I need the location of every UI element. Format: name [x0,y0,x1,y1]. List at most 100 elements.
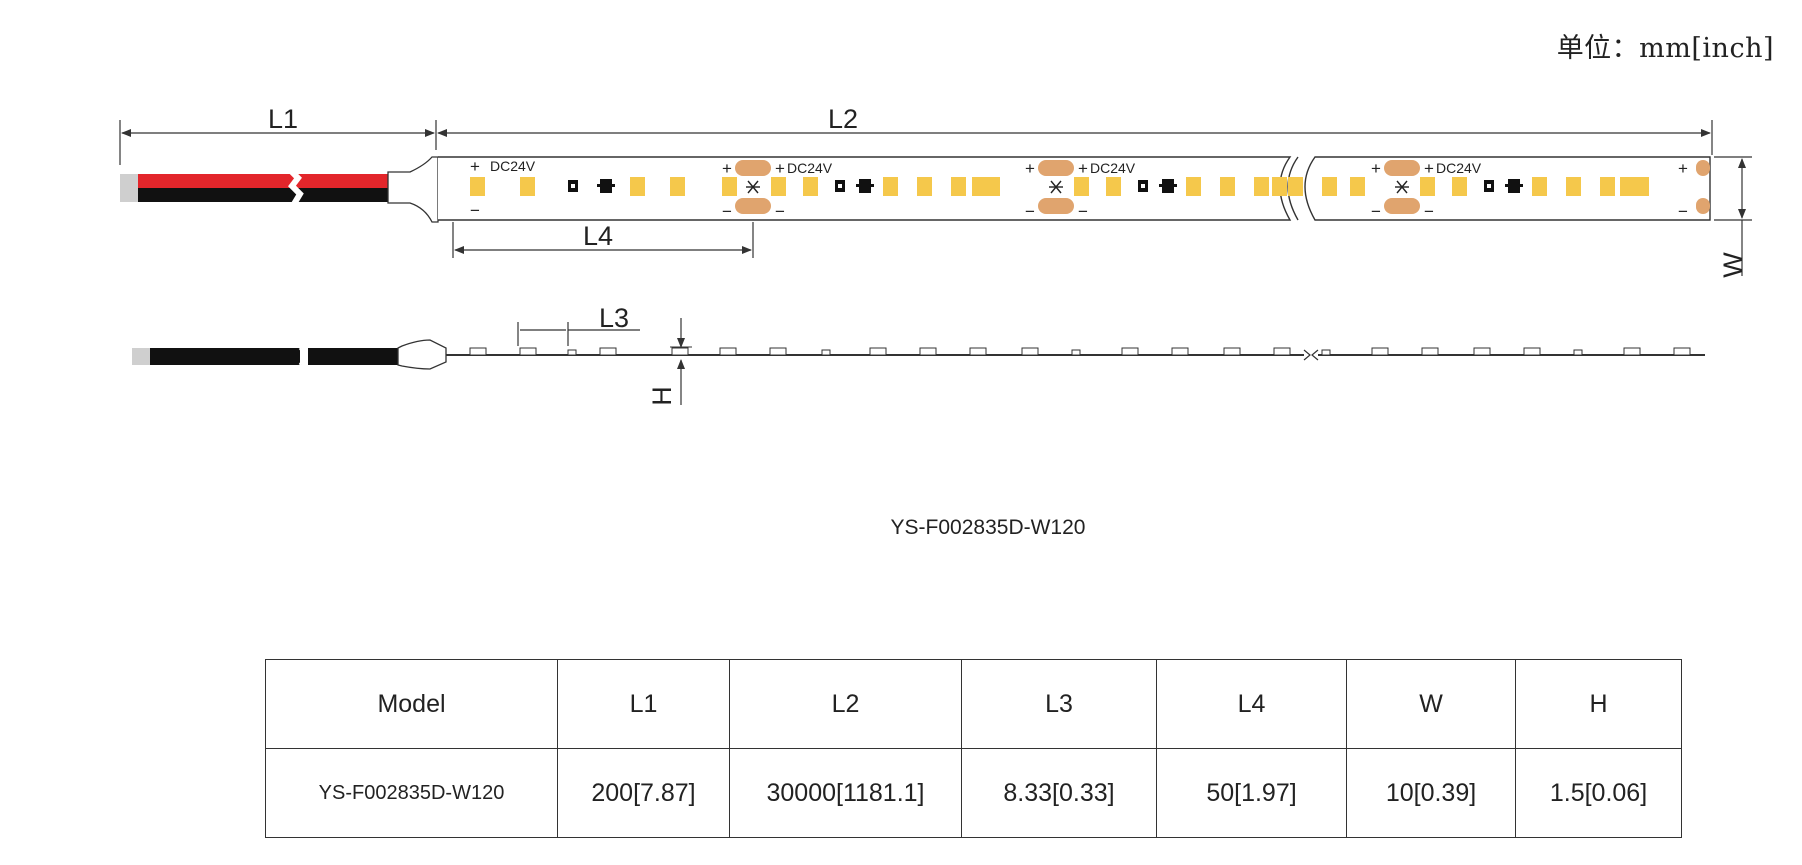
side-component [1371,347,1389,356]
side-component [869,347,887,356]
dimension-w: W [1714,156,1752,278]
cut-mark [747,180,759,194]
wire-lead-side [132,339,447,370]
header-l2: L2 [729,659,962,749]
led-chip [1350,177,1365,196]
table-header-row: Model L1 L2 L3 L4 W H [265,659,1682,749]
ic-pin [871,184,874,187]
side-component [1473,347,1491,356]
led-chip [1634,177,1649,196]
cell-l2: 30000[1181.1] [729,748,962,838]
led-chip [803,177,818,196]
side-component [1021,347,1039,356]
dimension-label-l1: L1 [268,104,298,134]
side-component [1121,347,1139,356]
led-chip [1566,177,1581,196]
side-component [1421,347,1439,356]
voltage-label: DC24V [1090,160,1136,176]
led-chip [972,177,987,196]
ic-pin [612,184,615,187]
led-chip [883,177,898,196]
cell-h: 1.5[0.06] [1515,748,1682,838]
side-component [821,349,831,356]
solder-pad-minus [1384,198,1420,214]
led-chip [1272,177,1287,196]
dimension-label-l3: L3 [599,303,629,333]
plus-sign: + [1678,159,1688,178]
side-component [1071,349,1081,356]
header-model: Model [265,659,558,749]
plus-sign: + [470,157,480,176]
led-chip [917,177,932,196]
side-component [599,347,617,356]
plus-sign: + [1078,159,1088,178]
ic-chip [1162,179,1174,193]
side-component [1171,347,1189,356]
strip-side-view [446,347,1705,361]
solder-pad-plus [735,160,771,176]
solder-pad-minus [735,198,771,214]
side-component [469,347,487,356]
led-chip [1106,177,1121,196]
minus-sign: − [775,202,785,221]
voltage-label: DC24V [490,158,536,174]
dimension-l3: L3 [517,303,640,346]
led-chip [470,177,485,196]
resistor-mark [1487,184,1491,188]
ic-chip [600,179,612,193]
dimension-l2: L2 [437,104,1713,155]
solder-pad-plus [1038,160,1074,176]
wire-lead-top [120,156,439,223]
side-component [671,347,689,356]
led-chip [1532,177,1547,196]
ic-pin [597,184,600,187]
led-chip [1322,177,1337,196]
led-chip [670,177,685,196]
dimension-h: H [647,318,692,406]
side-component [1623,347,1641,356]
dimension-l1: L1 [119,104,437,165]
dimension-label-h: H [647,386,677,406]
minus-sign: − [1078,202,1088,221]
side-component [969,347,987,356]
spec-table: Model L1 L2 L3 L4 W H YS-F002835D-W120 2… [265,659,1682,838]
minus-sign: − [1678,202,1688,221]
led-chip [1254,177,1269,196]
led-chip [1220,177,1235,196]
cut-mark [1050,180,1062,194]
cell-model: YS-F002835D-W120 [265,748,558,838]
header-l3: L3 [961,659,1157,749]
side-component [769,347,787,356]
side-component [1273,347,1291,356]
side-component [519,347,537,356]
led-chip [1452,177,1467,196]
led-chip [722,177,737,196]
side-component [1321,349,1331,356]
led-chip [1074,177,1089,196]
unit-label: 单位：mm[inch] [1556,33,1774,64]
model-caption: YS-F002835D-W120 [890,516,1086,539]
ic-pin [1520,184,1523,187]
cell-l3: 8.33[0.33] [961,748,1157,838]
voltage-label: DC24V [1436,160,1482,176]
voltage-label: DC24V [787,160,833,176]
ic-pin [1505,184,1508,187]
minus-sign: − [470,201,480,220]
cell-l4: 50[1.97] [1156,748,1347,838]
led-chip [1620,177,1635,196]
ic-pin [1159,184,1162,187]
header-w: W [1346,659,1516,749]
solder-pad-plus [1384,160,1420,176]
cell-w: 10[0.39] [1346,748,1516,838]
plus-sign: + [1025,159,1035,178]
resistor-mark [838,184,842,188]
dimension-label-l4: L4 [583,221,613,251]
led-chip [951,177,966,196]
plus-sign: + [722,159,732,178]
solder-pad-minus [1038,198,1074,214]
led-chip [520,177,535,196]
ic-chip [859,179,871,193]
side-component [919,347,937,356]
side-component [719,347,737,356]
cell-l1: 200[7.87] [557,748,730,838]
